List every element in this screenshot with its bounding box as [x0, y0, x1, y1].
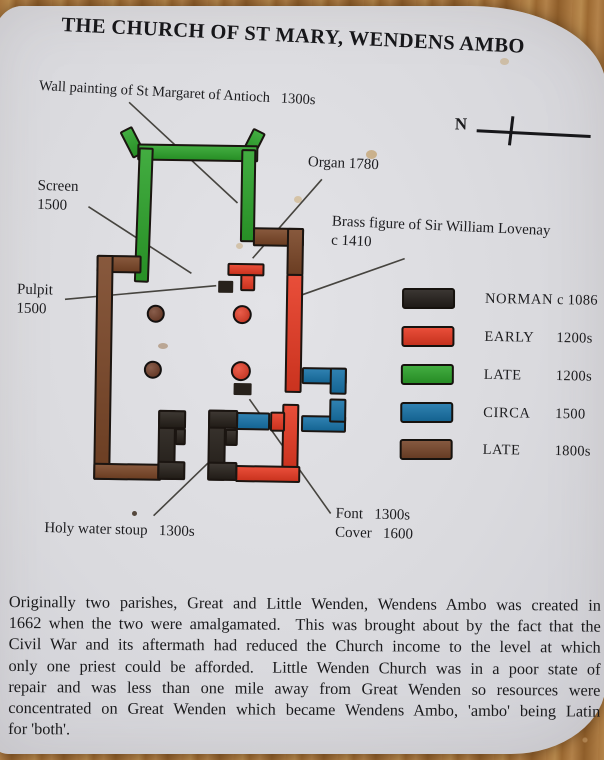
font-cover-marker	[233, 382, 252, 396]
legend-swatch-early	[401, 325, 455, 348]
legend-swatch-circa	[400, 401, 454, 424]
legend-swatch-late-1800s	[399, 438, 453, 461]
legend-period-name: EARLY	[484, 328, 535, 346]
south-door-east-jamb-top	[207, 409, 239, 430]
nave-wall-east-red	[284, 273, 304, 394]
south-door-east-jamb-bottom	[207, 461, 238, 482]
history-paragraph: Originally two parishes, Great and Littl…	[8, 591, 601, 743]
south-door-west-jamb-top	[157, 409, 187, 430]
porch-stub-west-red	[269, 411, 286, 432]
compass-north-label: N	[454, 114, 468, 134]
legend-row-early: EARLY 1200s	[397, 325, 603, 353]
pier-northeast	[232, 304, 252, 325]
compass-line	[476, 129, 591, 139]
paragraph-line: concentrated on Great Wenden which becam…	[8, 698, 601, 721]
pier-southwest	[143, 360, 163, 379]
legend-swatch-norman	[402, 287, 456, 310]
screen-label: Screen 1500	[36, 177, 79, 214]
chapel-jamb-lower-blue	[329, 398, 347, 423]
chapel-jamb-upper-blue	[329, 367, 347, 395]
pulpit-label: Pulpit 1500	[16, 281, 54, 318]
paragraph-line: for 'both'.	[8, 719, 71, 739]
organ-label: Organ 1780	[307, 154, 380, 174]
period-legend: NORMAN c 1086 EARLY 1200s LATE 1200s CIR…	[395, 285, 604, 470]
legend-period-name: NORMAN	[484, 290, 554, 308]
organ-platform-stem	[240, 274, 256, 292]
leader-brass	[295, 257, 405, 298]
legend-row-norman: NORMAN c 1086	[398, 287, 604, 315]
compass-tick	[507, 116, 515, 146]
legend-period-name: LATE	[482, 441, 521, 459]
legend-period-date: 1200s	[556, 330, 593, 347]
nave-wall-west	[93, 254, 114, 481]
legend-period-name: LATE	[483, 366, 522, 384]
paragraph-line: Civil War and its aftermath had reduced …	[8, 634, 601, 658]
legend-period-date: 1800s	[554, 443, 591, 460]
pulpit-marker	[218, 280, 234, 293]
legend-row-circa: CIRCA 1500	[396, 401, 602, 429]
font-circle	[230, 360, 252, 382]
south-wall-mid-blue	[235, 412, 271, 431]
pier-northwest	[146, 304, 165, 323]
leader-pulpit	[64, 284, 217, 301]
font-label: Font 1300s Cover 1600	[334, 505, 414, 543]
south-door-west-jamb-tab	[174, 428, 186, 446]
south-door-west-jamb-bottom	[157, 460, 186, 481]
legend-row-late-1800s: LATE 1800s	[395, 438, 601, 466]
legend-period-date: 1200s	[555, 368, 593, 385]
legend-swatch-late-1200s	[400, 363, 454, 386]
south-door-east-jamb-tab	[224, 428, 238, 447]
nave-wall-east-brown	[286, 227, 305, 277]
legend-period-name: CIRCA	[483, 404, 531, 422]
nave-wall-southwest	[93, 462, 162, 481]
legend-period-date: c 1086	[556, 292, 599, 309]
legend-row-late-1200s: LATE 1200s	[397, 363, 603, 391]
south-wall-east-red	[235, 465, 301, 484]
wall-painting-label: Wall painting of St Margaret of Antioch …	[38, 77, 316, 109]
legend-period-date: 1500	[555, 406, 586, 423]
brass-label: Brass figure of Sir William Lovenay c 14…	[330, 213, 551, 251]
holy-water-stoup-label: Holy water stoup 1300s	[44, 520, 195, 540]
